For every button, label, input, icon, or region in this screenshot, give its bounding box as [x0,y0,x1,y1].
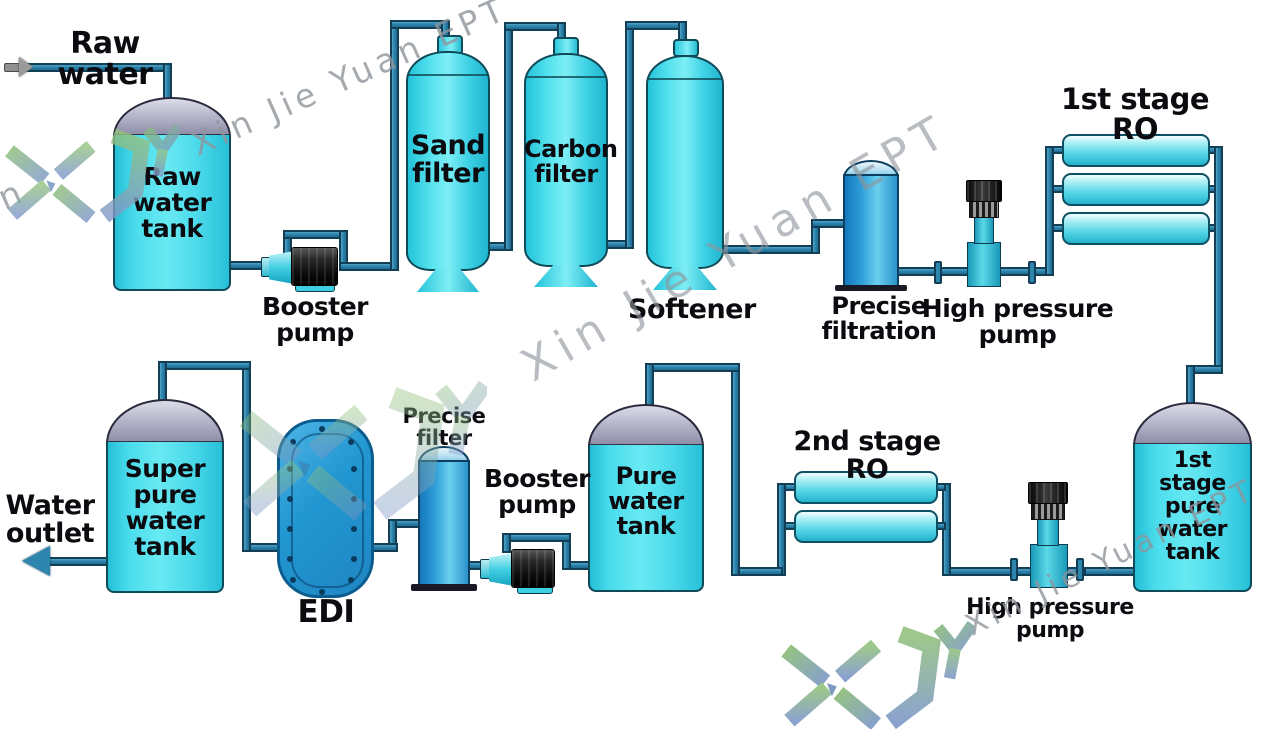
edi-label: EDI [297,594,355,630]
raw-water-label: Raw water [57,26,153,93]
carbon-filter [524,53,608,267]
pure-water-tank-dome [588,404,704,447]
booster-pump-bottom-label: Booster pump [483,464,591,519]
hp-pump-top-ribs [969,200,999,218]
booster-pump-top-cone [269,251,294,284]
first-stage-pure-water-tank [1133,444,1252,592]
edi-bolts [319,426,325,432]
pipe-water-outlet [48,557,110,566]
pipe-ro1-left-manifold [1045,146,1054,276]
super-pure-water-tank [106,442,224,593]
sand-filter-label: Sand filter [410,130,486,190]
raw-inlet-arrow-icon [19,57,33,77]
hp-pump-bottom-cap [1028,482,1068,504]
booster-pump-top-label: Booster pump [261,292,369,347]
ro1-membrane-tube [1062,134,1210,167]
booster-pump-bottom-cone [489,553,514,586]
hp-pump-top-neck [974,216,994,244]
ro2-membrane-tube [794,471,938,504]
pure-water-tank [588,445,704,592]
first-stage-pure-water-tank-dome [1133,402,1252,446]
precise-filtration-base [835,285,907,291]
precise-filtration-label: Precise filtration [821,292,937,345]
pipe-hp2-to-ro2 [942,567,1016,576]
hp-pump-bottom-flange [1076,558,1084,581]
water-outlet-label: Water outlet [5,490,95,550]
super-pure-water-tank-label: Super pure water tank [124,454,206,561]
hp-pump-bottom-ribs [1031,502,1065,520]
hp-pump-bottom-flange [1010,558,1018,581]
first-stage-ro-label: 1st stage RO [1060,82,1210,147]
pipe-riser3 [625,21,634,249]
softener-label: Softener [628,294,756,325]
pipe-ro2-return-up [731,363,740,576]
water-outlet-arrow-icon [22,546,50,576]
hp-pump-top-label: High pressure pump [921,294,1114,349]
carbon-filter-stand [534,265,598,287]
pure-water-tank-label: Pure water tank [608,462,684,540]
raw-water-tank-label: Raw water tank [132,162,212,243]
precise-filtration [843,174,899,288]
sand-filter [406,51,490,271]
ro2-membrane-tube [794,510,938,543]
xjy-logo-icon [781,621,974,729]
softener-seam [648,78,722,80]
hp-pump-bottom-neck [1037,518,1059,546]
hp-pump-top-flange [1028,261,1036,284]
second-stage-ro-label: 2nd stage RO [793,426,941,486]
carbon-filter-label: Carbon filter [524,135,618,188]
hp-pump-top-body [967,242,1001,287]
ro1-membrane-tube [1062,212,1210,245]
hp-pump-top-cap [966,180,1002,202]
pipe-ro1-right-manifold [1214,146,1223,374]
sand-filter-stand [417,269,479,292]
precise-filter-base [411,584,477,591]
xjy-logo-icon [239,380,487,521]
carbon-filter-seam [526,76,606,78]
booster-pump-bottom [511,549,555,588]
pipe-bp2-over [502,533,571,542]
sand-filter-seam [408,74,488,76]
pipe-ro2-return-over [645,363,740,372]
booster-pump-top [291,247,338,286]
first-stage-pure-water-tank-label: 1st stage pure water tank [1158,448,1227,565]
softener-stand [653,267,717,290]
softener [646,55,724,269]
pipe-bp2-down [502,533,511,553]
ro1-membrane-tube [1062,173,1210,206]
hp-pump-top-flange [934,261,942,284]
xjy-logo-icon [5,124,180,223]
super-pure-water-tank-dome [106,399,224,444]
hp-pump-bottom-label: High pressure pump [966,595,1134,643]
pipe-riser2 [504,22,513,251]
